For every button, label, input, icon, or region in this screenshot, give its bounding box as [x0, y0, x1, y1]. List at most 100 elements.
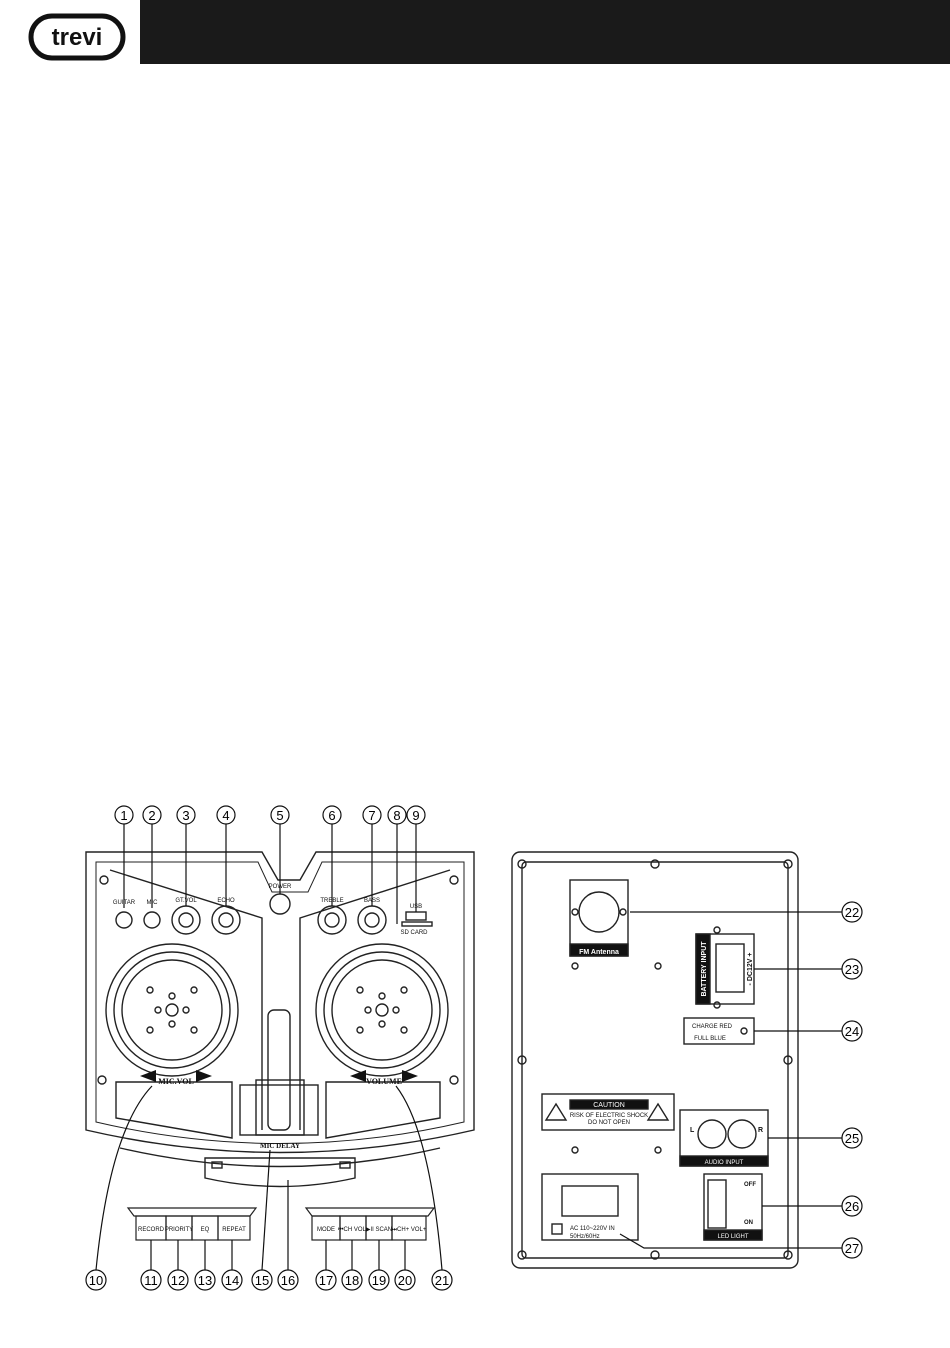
prev-label: ⏮CH VOL-: [338, 1227, 368, 1233]
callout-12: 12: [167, 1269, 189, 1291]
eq-label: EQ: [201, 1227, 210, 1233]
record-label: RECORD: [138, 1227, 165, 1233]
usb-port[interactable]: [405, 911, 427, 921]
svg-text:27: 27: [845, 1241, 859, 1256]
ac-freq-label: 50Hz/60Hz: [570, 1234, 600, 1240]
svg-text:7: 7: [368, 808, 375, 823]
callout-20: 20: [394, 1269, 416, 1291]
caution-label: [541, 1093, 675, 1131]
mic-vol-label: MIC.VOL: [158, 1077, 194, 1086]
svg-text:5: 5: [276, 808, 283, 823]
callout-26: 26: [841, 1195, 863, 1217]
callout-7: 7: [362, 805, 382, 825]
svg-text:15: 15: [255, 1273, 269, 1288]
leader-lines: [95, 824, 842, 1271]
svg-text:12: 12: [171, 1273, 185, 1288]
callout-13: 13: [194, 1269, 216, 1291]
front-panel: [85, 851, 475, 1188]
priority-label: PRIORITY: [165, 1227, 193, 1233]
svg-text:2: 2: [148, 808, 155, 823]
off-label: OFF: [744, 1182, 756, 1188]
svg-text:21: 21: [435, 1273, 449, 1288]
svg-text:24: 24: [845, 1024, 859, 1039]
callout-16: 16: [277, 1269, 299, 1291]
callouts: 1 2 3 4 5 6 7 8 9 10 11 12 13 14 15 16 1…: [85, 805, 863, 1291]
gt-vol-knob[interactable]: [171, 905, 201, 935]
mode-label: MODE: [317, 1227, 335, 1233]
svg-text:3: 3: [182, 808, 189, 823]
svg-text:4: 4: [222, 808, 229, 823]
callout-2: 2: [142, 805, 162, 825]
callout-25: 25: [841, 1127, 863, 1149]
right-speaker: [315, 943, 449, 1077]
sd-card-label: SD CARD: [400, 930, 428, 936]
callout-9: 9: [406, 805, 426, 825]
svg-text:11: 11: [144, 1273, 158, 1288]
svg-text:19: 19: [372, 1273, 386, 1288]
volume-arrows-icon: [350, 1070, 418, 1082]
full-blue-label: FULL BLUE: [694, 1036, 726, 1042]
bass-knob[interactable]: [357, 905, 387, 935]
svg-text:20: 20: [398, 1273, 412, 1288]
audio-right-label: R: [758, 1127, 763, 1134]
mic-delay-label: MIC DELAY: [260, 1142, 300, 1150]
caution-title: CAUTION: [593, 1102, 625, 1109]
callout-1: 1: [114, 805, 134, 825]
play-label: ▶II SCAN: [366, 1227, 392, 1233]
callout-22: 22: [841, 901, 863, 923]
svg-text:17: 17: [319, 1273, 333, 1288]
svg-text:14: 14: [225, 1273, 239, 1288]
svg-text:1: 1: [120, 808, 127, 823]
callout-23: 23: [841, 958, 863, 980]
power-button[interactable]: [269, 893, 291, 915]
svg-text:23: 23: [845, 962, 859, 977]
callout-15: 15: [251, 1269, 273, 1291]
next-label: ⏭CH+ VOL+: [392, 1227, 427, 1233]
battery-input-label: BATTERY INPUT: [701, 941, 708, 997]
fm-antenna-label: FM Antenna: [579, 949, 619, 956]
repeat-button[interactable]: [217, 1215, 251, 1241]
guitar-jack[interactable]: [115, 911, 133, 929]
callout-19: 19: [368, 1269, 390, 1291]
callout-17: 17: [315, 1269, 337, 1291]
svg-text:26: 26: [845, 1199, 859, 1214]
treble-knob[interactable]: [317, 905, 347, 935]
audio-left-label: L: [690, 1127, 695, 1134]
rear-panel: [511, 851, 799, 1269]
callout-4: 4: [216, 805, 236, 825]
svg-text:18: 18: [345, 1273, 359, 1288]
callout-10: 10: [85, 1269, 107, 1291]
svg-text:8: 8: [393, 808, 400, 823]
caution-risk-text: RISK OF ELECTRIC SHOCK: [570, 1113, 648, 1119]
next-button[interactable]: [391, 1215, 427, 1241]
echo-knob[interactable]: [211, 905, 241, 935]
logo-text: trevi: [52, 24, 103, 51]
callout-14: 14: [221, 1269, 243, 1291]
left-speaker: [105, 943, 239, 1077]
svg-text:16: 16: [281, 1273, 295, 1288]
volume-label: VOLUME: [366, 1077, 402, 1086]
on-label: ON: [744, 1220, 753, 1226]
svg-text:22: 22: [845, 905, 859, 920]
callout-5: 5: [270, 805, 290, 825]
svg-text:10: 10: [89, 1273, 103, 1288]
caution-do-not-open-text: DO NOT OPEN: [588, 1120, 630, 1126]
ac-input-label: AC 110~220V IN: [570, 1226, 615, 1232]
ac-input[interactable]: [541, 1173, 639, 1241]
mic-vol-arrows-icon: [140, 1070, 212, 1082]
callout-24: 24: [841, 1020, 863, 1042]
sd-card-slot[interactable]: [401, 921, 433, 927]
callout-18: 18: [341, 1269, 363, 1291]
callout-21: 21: [431, 1269, 453, 1291]
header-bar: [140, 0, 950, 64]
callout-27: 27: [841, 1237, 863, 1259]
led-light-label: LED LIGHT: [717, 1234, 748, 1240]
repeat-label: REPEAT: [222, 1227, 246, 1233]
callout-3: 3: [176, 805, 196, 825]
mic-jack[interactable]: [143, 911, 161, 929]
charge-red-label: CHARGE RED: [692, 1024, 733, 1030]
svg-text:13: 13: [198, 1273, 212, 1288]
trevi-logo: trevi: [28, 13, 126, 61]
audio-input-label: AUDIO INPUT: [705, 1160, 744, 1166]
